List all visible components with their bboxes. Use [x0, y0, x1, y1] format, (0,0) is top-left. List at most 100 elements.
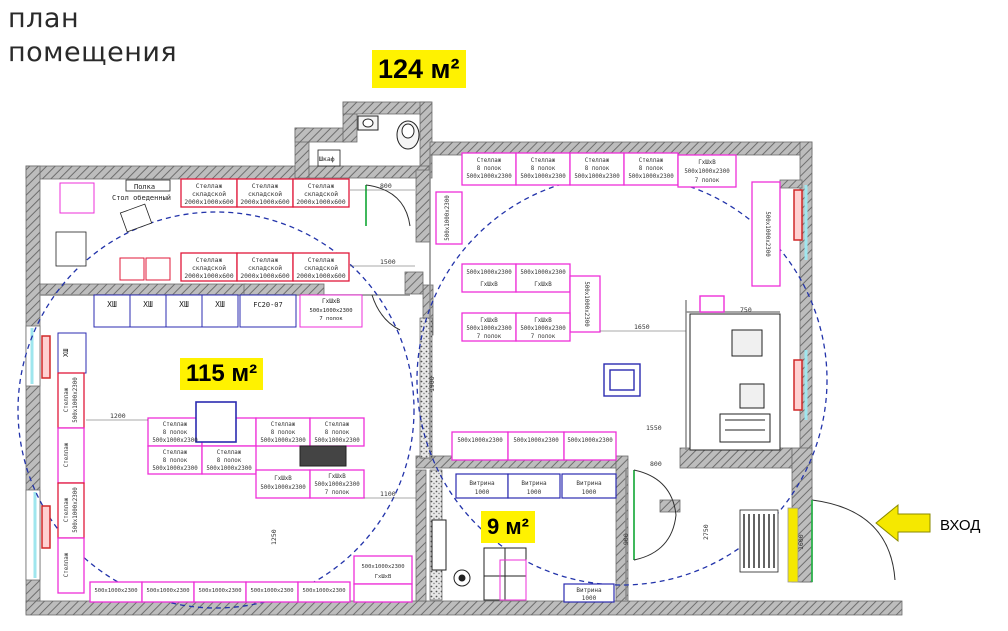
left-shelf-1: Стеллаж	[64, 387, 70, 412]
rt-shelf-3-c: 500х1000х2300	[574, 174, 620, 180]
hall-counter	[299, 445, 347, 467]
island-1-b: 8 полок	[163, 430, 188, 436]
dim-800-top: 800	[380, 182, 392, 190]
rm-vert: 500х1000х2300	[583, 281, 589, 327]
rt-shelf-2-b: 8 полок	[531, 166, 556, 172]
vitrina-4: Витрина	[576, 587, 602, 594]
island-4-c: 500х1000х2300	[314, 438, 360, 444]
vitrina-3-size: 1000	[582, 489, 597, 496]
hall-area-badge: 115 м²	[180, 358, 264, 390]
windows	[30, 185, 808, 578]
right-room-furniture	[603, 295, 725, 397]
bottom-shelf-2: 500х1000х2300	[146, 588, 189, 594]
table-label: Стол обеденный	[112, 194, 171, 202]
rt-shelf-2-a: Стеллаж	[531, 158, 556, 164]
hall-fridges	[93, 294, 363, 328]
island-5-c: 500х1000х2300	[152, 466, 198, 472]
bottom-shelf-7: ГхШхВ	[375, 574, 392, 580]
entry-arrow-icon	[875, 503, 931, 543]
hall-table	[195, 401, 237, 443]
rm-shelf-1b: ГхШхВ	[480, 282, 498, 288]
dim-1500: 1500	[380, 258, 396, 266]
gxshxv-hall-top-size: 500х1000х2300	[309, 308, 352, 314]
rm-shelf-1: 500х1000х2300	[466, 270, 512, 276]
island-1-a: Стеллаж	[163, 422, 188, 428]
dim-1550: 1550	[646, 424, 662, 432]
island-8-a: ГхШхВ	[328, 474, 346, 480]
fridge-4: ХШ	[215, 300, 225, 309]
rm-shelf-5-c: 7 полок	[531, 334, 556, 340]
island-4-a: Стеллаж	[325, 422, 350, 428]
rm-shelf-5-a: ГхШхВ	[534, 318, 552, 324]
wh-shelf-1-l2: складской	[192, 190, 226, 198]
dim-1600: 1600	[797, 534, 805, 550]
dim-900: 900	[622, 533, 630, 545]
bottom-shelf-5: 500х1000х2300	[302, 588, 345, 594]
gxshxv-hall-top-shelves: 7 полок	[319, 316, 343, 322]
bottom-shelf-6: 500х1000х2300	[361, 564, 404, 570]
warehouse-shelves-top	[180, 178, 350, 282]
left-shelf-2: Стеллаж	[64, 442, 70, 467]
fridge-3: ХШ	[179, 300, 189, 309]
storage-area: Шкаф Полка Стол обеденный Стеллаж складс…	[55, 149, 415, 282]
bottom-shelf-3: 500х1000х2300	[198, 588, 241, 594]
fc-label: FC20-07	[253, 301, 283, 309]
right-low-shelves	[451, 431, 617, 461]
island-6-b: 8 полок	[217, 458, 242, 464]
wh-shelf-4-l1: Стеллаж	[196, 257, 223, 264]
vitrina-2-size: 1000	[527, 489, 542, 496]
left-wall-shelves	[57, 372, 85, 594]
wh-shelf-3-l3: 2000х1000х600	[296, 199, 345, 206]
rt-shelf-2-c: 500х1000х2300	[520, 174, 566, 180]
doors	[365, 184, 896, 582]
rt-shelf-3-b: 8 полок	[585, 166, 610, 172]
small-room-equipment	[431, 519, 527, 601]
left-fridge-label: ХШ	[62, 349, 70, 357]
bottom-shelf-1: 500х1000х2300	[94, 588, 137, 594]
right-mid-shelves	[461, 263, 601, 342]
rl-shelf-1: 500х1000х2300	[457, 438, 503, 444]
rm-shelf-2: 500х1000х2300	[520, 270, 566, 276]
gxshxv-hall-top: ГхШхВ	[322, 298, 340, 305]
rm-shelf-4-b: 500х1000х2300	[466, 326, 512, 332]
vitrina-2: Витрина	[521, 480, 547, 487]
wh-shelf-5-l3: 2000х1000х600	[240, 273, 289, 280]
dim-1900: 1900	[428, 376, 436, 392]
island-8-c: 7 полок	[325, 490, 350, 496]
wh-shelf-1-l1: Стеллаж	[196, 183, 223, 190]
island-3-c: 500х1000х2300	[260, 438, 306, 444]
rt-shelf-5-c: 7 полок	[695, 178, 720, 184]
island-3-a: Стеллаж	[271, 422, 296, 428]
left-shelf-3: Стеллаж	[64, 497, 70, 522]
vitrina-1-size: 1000	[475, 489, 490, 496]
wh-shelf-2-l3: 2000х1000х600	[240, 199, 289, 206]
island-5-a: Стеллаж	[163, 450, 188, 456]
rl-shelf-3: 500х1000х2300	[567, 438, 613, 444]
wh-shelf-4-l3: 2000х1000х600	[184, 273, 233, 280]
island-4-b: 8 полок	[325, 430, 350, 436]
island-7-a: ГхШхВ	[274, 476, 292, 482]
total-area-badge: 124 м²	[372, 50, 466, 88]
island-8-b: 500х1000х2300	[314, 482, 360, 488]
wh-shelf-3-l2: складской	[304, 190, 338, 198]
plan-title-line2: помещения	[8, 37, 178, 68]
wh-shelf-1-l3: 2000х1000х600	[184, 199, 233, 206]
wh-shelf-2-l1: Стеллаж	[252, 183, 279, 190]
office-desk	[689, 313, 781, 451]
wh-shelf-6-l1: Стеллаж	[308, 257, 335, 264]
rt-shelf-3-a: Стеллаж	[585, 158, 610, 164]
vitrina-4-size: 1000	[582, 595, 597, 602]
rt-vert-1: 500х1000х2300	[764, 211, 770, 257]
rm-shelf-4-c: 7 полок	[477, 334, 502, 340]
wh-shelf-3-l1: Стеллаж	[308, 183, 335, 190]
dim-1200: 1200	[110, 412, 126, 420]
plan-title: план помещения	[8, 2, 177, 70]
wc-fixtures	[357, 115, 420, 150]
rt-shelf-4-c: 500х1000х2300	[628, 174, 674, 180]
wh-shelf-6-l3: 2000х1000х600	[296, 273, 345, 280]
wh-shelf-5-l2: складской	[248, 264, 282, 272]
left-shelf-4: Стеллаж	[64, 552, 70, 577]
wh-shelf-5-l1: Стеллаж	[252, 257, 279, 264]
right-top-shelves	[435, 152, 781, 287]
